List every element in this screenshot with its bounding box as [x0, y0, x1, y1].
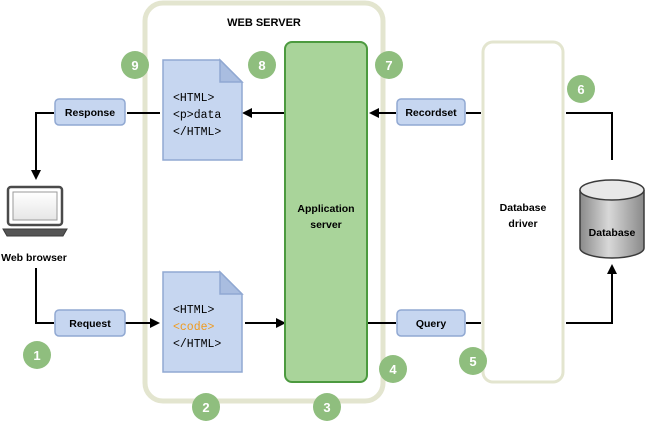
laptop-icon — [2, 185, 68, 237]
db-to-driver-line — [566, 112, 613, 160]
driver-to-db-arrow — [566, 264, 617, 324]
page-in-line1: <HTML> — [173, 304, 215, 317]
step-3-badge: 3 — [313, 393, 341, 421]
step-3-number: 3 — [323, 400, 330, 415]
step-1-badge: 1 — [23, 341, 51, 369]
request-box: Request — [54, 309, 126, 337]
database-driver-label-line2: driver — [508, 218, 537, 230]
step-6-badge: 6 — [567, 75, 595, 103]
response-to-browser-arrow — [31, 112, 54, 180]
page-in-line2: <code> — [173, 321, 215, 334]
page-out-line1: <HTML> — [173, 92, 215, 105]
html-output-page-icon: <HTML> <p>data </HTML> — [162, 58, 244, 161]
step-8-badge: 8 — [248, 51, 276, 79]
step-9-badge: 9 — [121, 51, 149, 79]
query-label: Query — [416, 318, 447, 330]
recordset-box: Recordset — [396, 98, 466, 126]
database-icon — [579, 179, 645, 259]
query-box: Query — [396, 309, 466, 337]
step-2-badge: 2 — [192, 393, 220, 421]
response-label: Response — [65, 107, 115, 119]
html-input-page-icon: <HTML> <code> </HTML> — [162, 270, 244, 373]
step-1-number: 1 — [33, 348, 40, 363]
database-driver-label-line1: Database — [500, 202, 547, 214]
step-4-number: 4 — [389, 362, 397, 377]
page-out-line2: <p>data — [173, 109, 221, 122]
recordset-label: Recordset — [405, 107, 457, 119]
step-5-badge: 5 — [459, 347, 487, 375]
step-8-number: 8 — [258, 58, 265, 73]
web-server-title: WEB SERVER — [227, 17, 301, 29]
step-4-badge: 4 — [379, 355, 407, 383]
step-9-number: 9 — [131, 58, 138, 73]
step-2-number: 2 — [202, 400, 209, 415]
step-7-number: 7 — [385, 58, 392, 73]
step-5-number: 5 — [469, 354, 476, 369]
application-server-box — [284, 41, 368, 383]
application-server-label-line1: Application — [297, 203, 354, 215]
browser-to-request-line — [35, 268, 54, 324]
database-label: Database — [589, 227, 636, 239]
step-7-badge: 7 — [375, 51, 403, 79]
request-label: Request — [69, 318, 111, 330]
step-6-number: 6 — [577, 82, 584, 97]
page-in-line3: </HTML> — [173, 338, 221, 351]
web-browser-label: Web browser — [1, 252, 67, 264]
page-out-line3: </HTML> — [173, 126, 221, 139]
database-driver-box — [481, 40, 565, 384]
response-box: Response — [54, 98, 126, 126]
application-server-label-line2: server — [310, 219, 342, 231]
